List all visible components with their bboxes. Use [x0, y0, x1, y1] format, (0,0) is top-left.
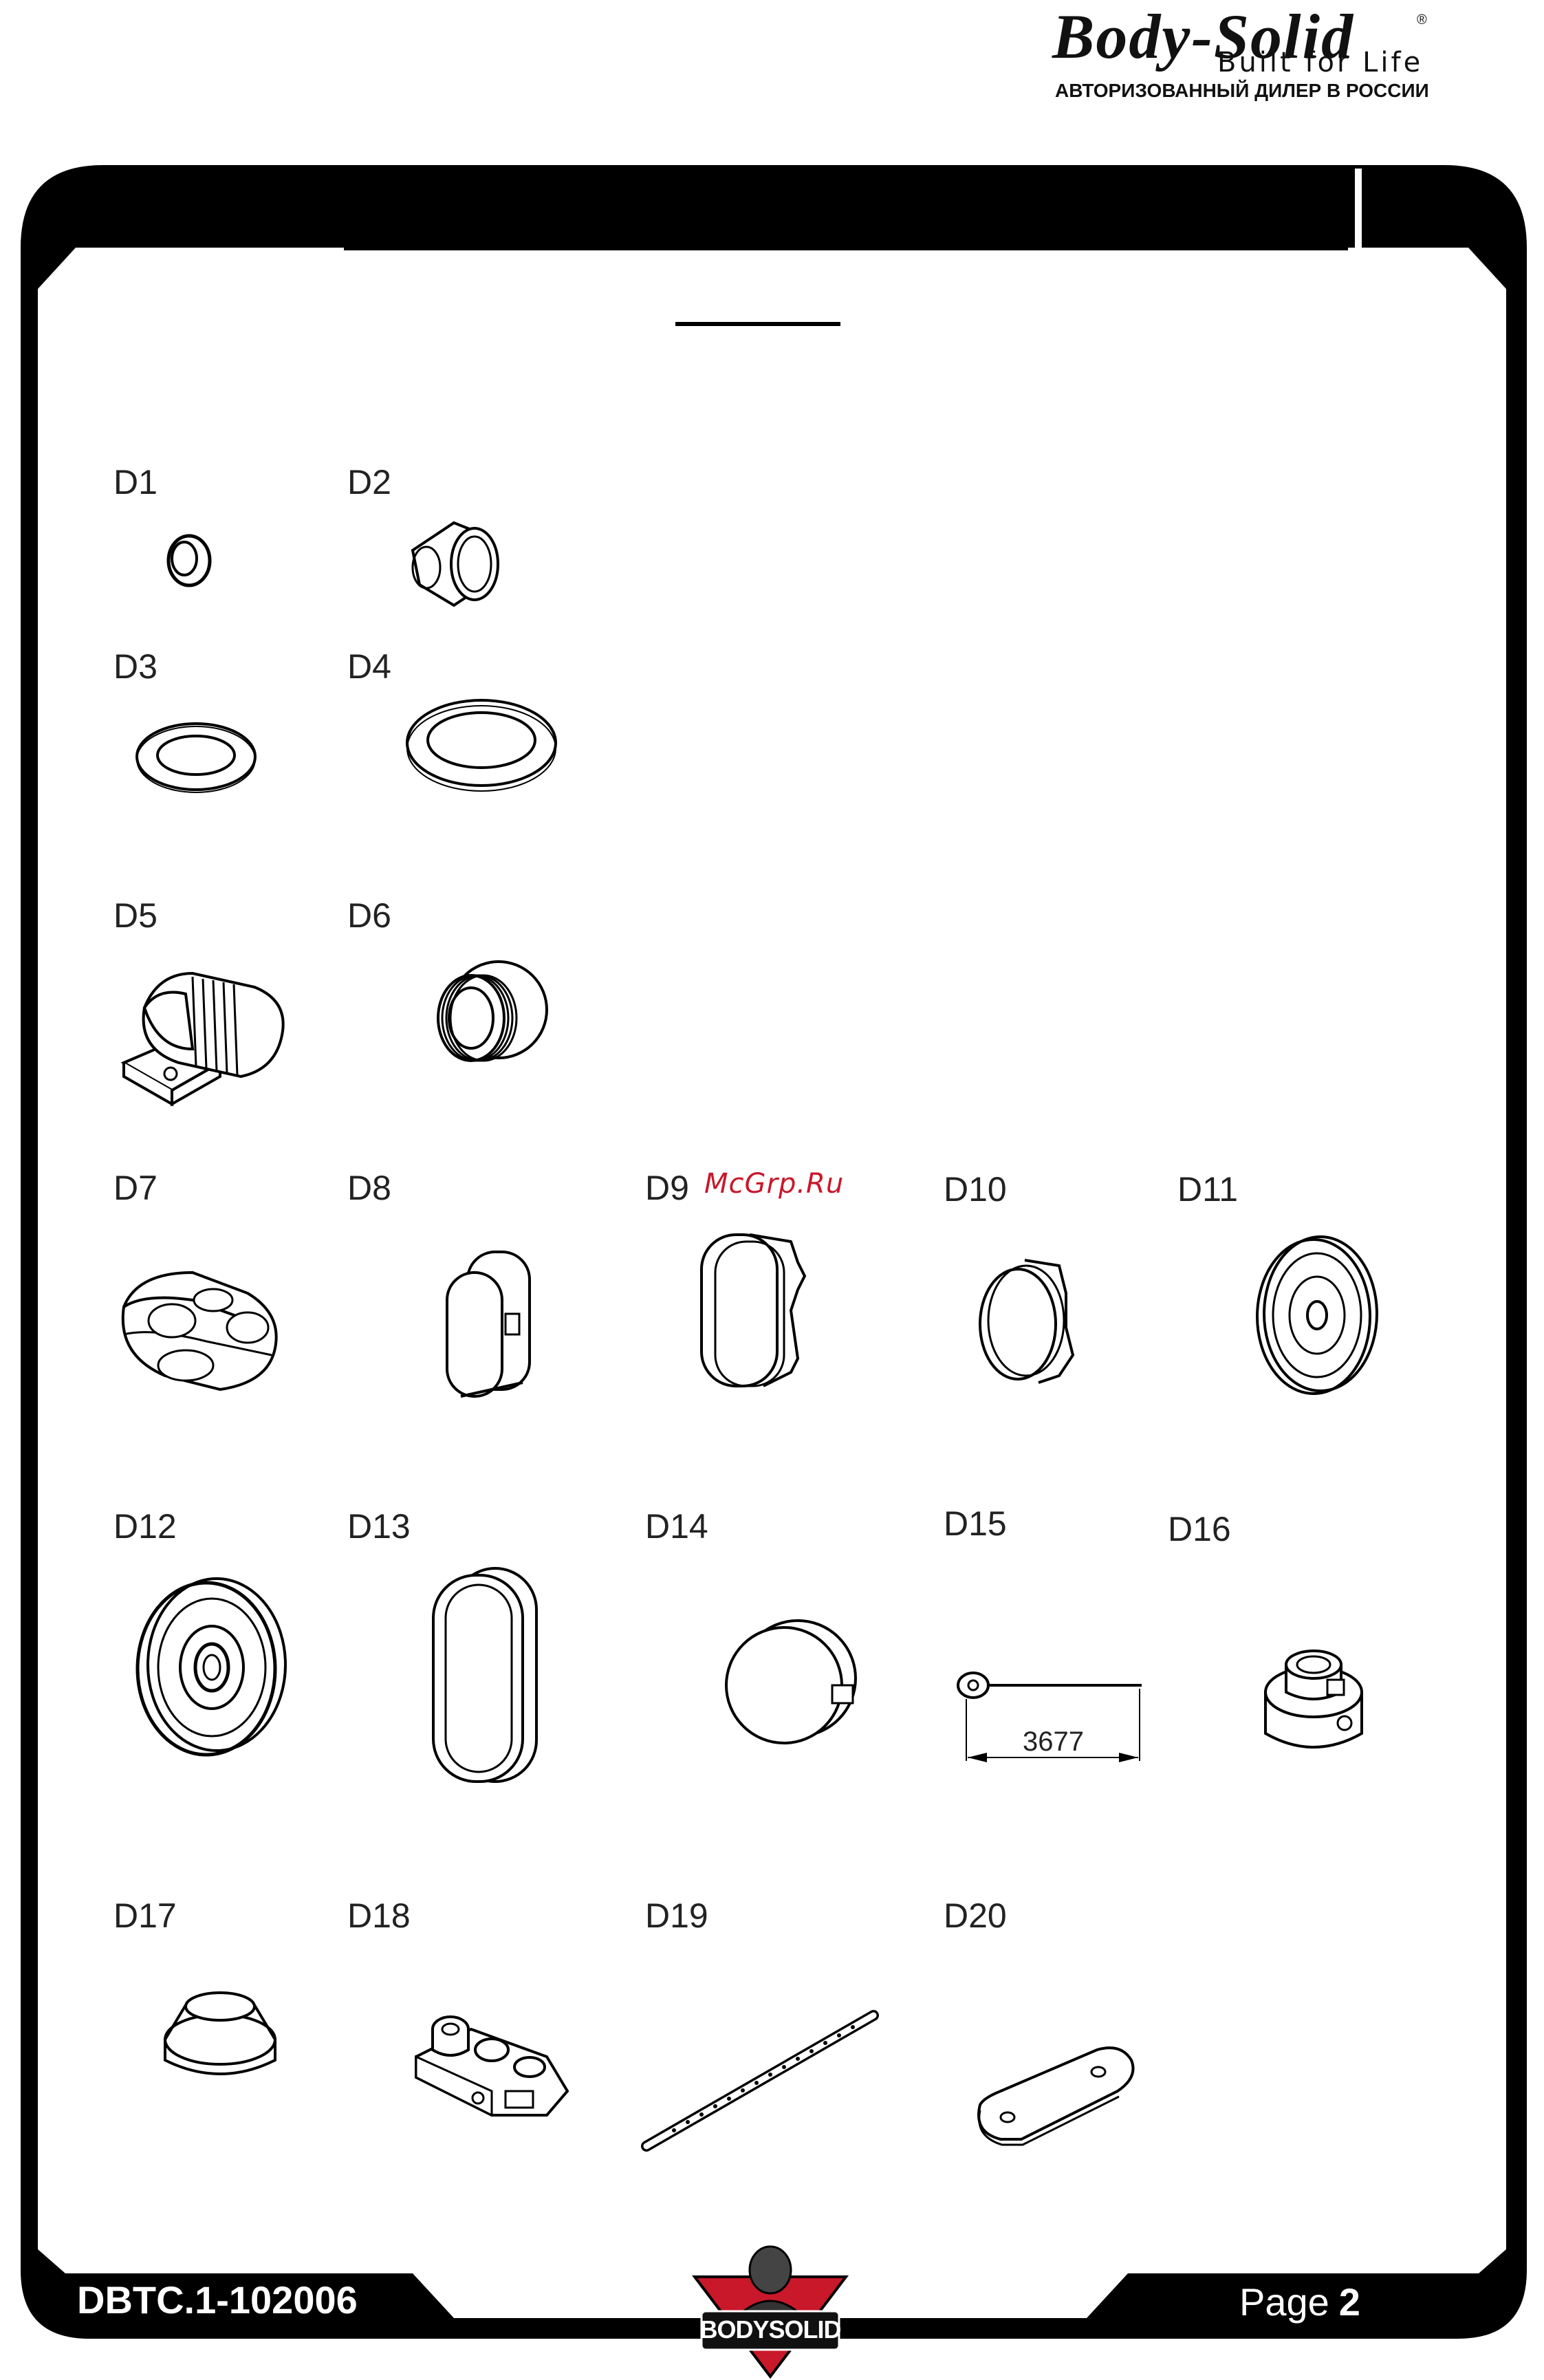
part-label: D19 — [645, 1896, 708, 1936]
part-label: D9 — [645, 1168, 689, 1208]
round-end-cap-icon — [423, 949, 554, 1080]
connecting-plate-icon — [966, 2036, 1145, 2153]
pulley-icon — [1248, 1231, 1386, 1396]
part-label: D7 — [113, 1168, 157, 1208]
oval-guide-block-icon — [110, 1252, 289, 1410]
watermark: McGrp.Ru — [704, 1168, 844, 1200]
badge-text: BODYSOLID — [695, 2315, 846, 2344]
part-label: D5 — [113, 896, 157, 935]
model-code: DBTC.1-102006 — [77, 2278, 358, 2322]
part-label: D1 — [113, 462, 157, 502]
part-label: D10 — [944, 1169, 1007, 1209]
part-label: D2 — [347, 462, 391, 502]
large-pulley-icon — [131, 1575, 296, 1761]
small-washer-icon — [131, 715, 261, 798]
part-label: D18 — [347, 1896, 411, 1936]
oval-guide-bracket-icon — [117, 960, 296, 1125]
part-label: D8 — [347, 1168, 391, 1208]
small-oval-end-cap-icon — [970, 1252, 1087, 1389]
oval-cap-icon — [426, 1561, 543, 1788]
collar-icon — [1259, 1637, 1369, 1761]
part-label: D14 — [645, 1506, 708, 1546]
rubber-bumper-icon — [158, 1984, 282, 2081]
part-label: D17 — [113, 1896, 177, 1936]
title-underline — [675, 322, 840, 326]
part-label: D11 — [1177, 1169, 1238, 1209]
part-label: D3 — [113, 647, 157, 686]
body-solid-badge-icon — [688, 2242, 853, 2380]
small-bushing-icon — [158, 530, 220, 592]
round-cap-icon — [715, 1610, 867, 1761]
cable-dimension: 3677 — [1023, 1727, 1084, 1757]
bushing-icon — [399, 509, 509, 612]
large-oval-end-cap-icon — [695, 1221, 818, 1400]
oval-end-cap-icon — [433, 1245, 543, 1410]
part-label: D16 — [1168, 1509, 1231, 1549]
part-label: D13 — [347, 1506, 411, 1546]
page-label: Page — [1239, 2280, 1329, 2324]
selector-rod-icon — [633, 2002, 887, 2160]
page-number: 2 — [1339, 2280, 1360, 2324]
part-label: D20 — [944, 1896, 1007, 1936]
part-label: D15 — [944, 1504, 1007, 1544]
part-label: D12 — [113, 1506, 177, 1546]
selector-block-icon — [409, 2002, 574, 2125]
part-label: D4 — [347, 647, 391, 686]
large-washer-icon — [402, 695, 561, 798]
part-label: D6 — [347, 896, 391, 935]
